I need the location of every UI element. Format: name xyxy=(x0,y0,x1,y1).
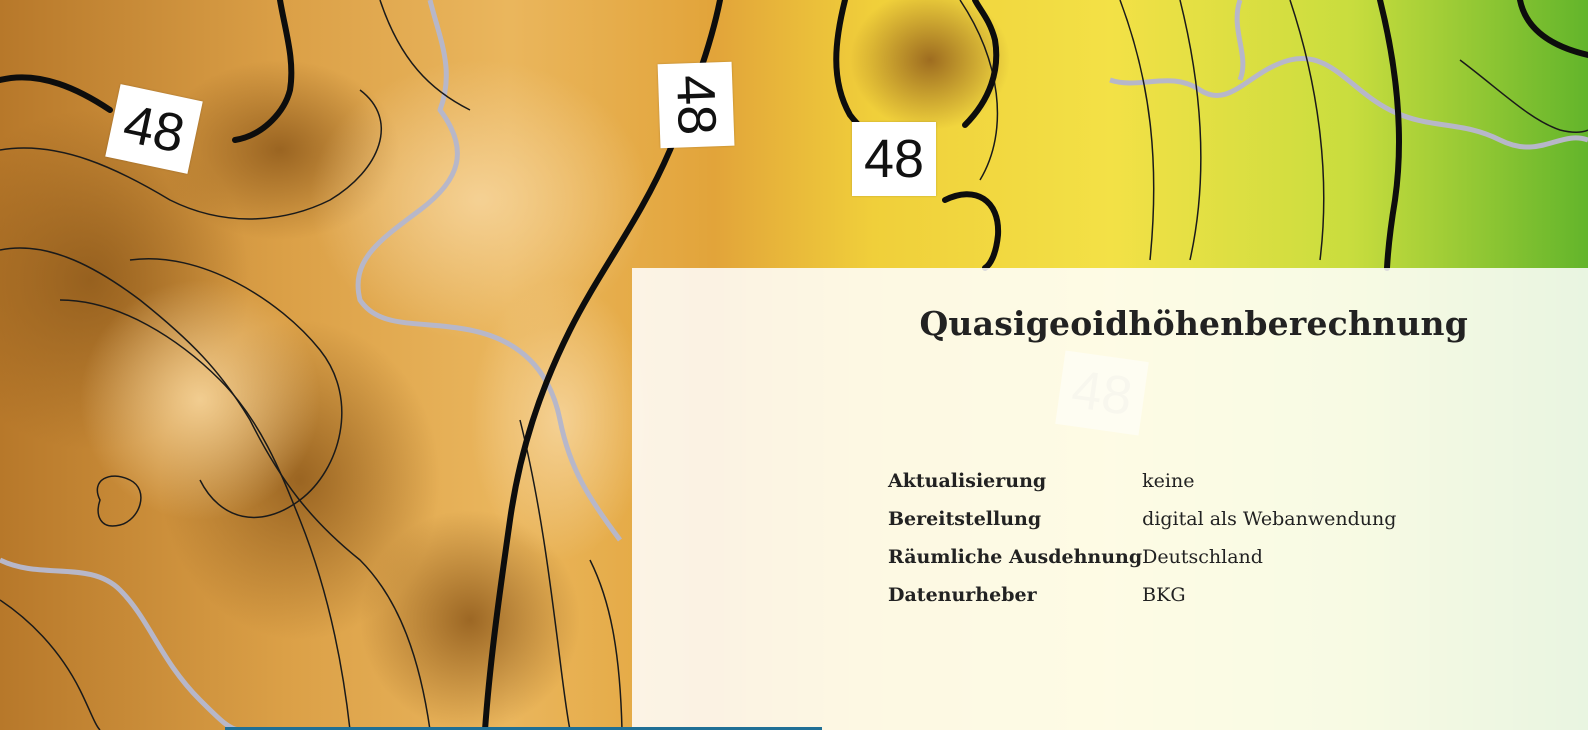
contour-line xyxy=(96,475,142,527)
index-contour-line xyxy=(942,191,1002,271)
info-value: digital als Webanwendung xyxy=(1142,508,1397,530)
terrain-highlight xyxy=(80,280,320,520)
contour-line xyxy=(519,419,571,730)
info-row: Bereitstellung digital als Webanwendung xyxy=(888,500,1396,538)
terrain-shade xyxy=(850,0,1010,130)
contour-line xyxy=(129,258,343,519)
contour-line xyxy=(0,247,431,730)
terrain-highlight xyxy=(310,60,650,340)
info-row: Aktualisierung keine xyxy=(888,462,1396,500)
contour-line xyxy=(1459,59,1588,133)
info-value: Deutschland xyxy=(1142,546,1263,568)
index-contour-line xyxy=(1377,0,1403,271)
contour-line xyxy=(379,0,471,111)
info-label: Datenurheber xyxy=(888,584,1037,606)
info-value: keine xyxy=(1142,470,1195,492)
info-label: Aktualisierung xyxy=(888,470,1047,492)
info-panel: Quasigeoidhöhenberechnung Aktualisierung… xyxy=(632,268,1588,730)
border-line xyxy=(1234,0,1246,81)
border-line xyxy=(0,557,241,730)
border-line xyxy=(1109,56,1588,150)
contour-line xyxy=(589,559,623,730)
panel-title: Quasigeoidhöhenberechnung xyxy=(919,304,1468,343)
contour-line xyxy=(1119,0,1155,261)
index-contour-line xyxy=(0,74,113,113)
contour-line xyxy=(959,0,999,181)
border-line xyxy=(355,0,623,542)
info-table: Aktualisierung keine Bereitstellung digi… xyxy=(888,462,1396,614)
info-value: BKG xyxy=(1142,584,1186,606)
info-label: Räumliche Ausdehnung xyxy=(888,546,1143,568)
info-label: Bereitstellung xyxy=(888,508,1042,530)
contour-line xyxy=(0,89,382,220)
contour-line xyxy=(0,599,101,730)
bottom-accent-bar xyxy=(225,727,822,730)
info-row: Datenurheber BKG xyxy=(888,576,1396,614)
contour-line xyxy=(1179,0,1202,261)
index-contour-line xyxy=(962,0,1000,128)
info-row: Räumliche Ausdehnung Deutschland xyxy=(888,538,1396,576)
index-contour-line xyxy=(232,0,295,143)
contour-line xyxy=(59,299,351,730)
terrain-shade xyxy=(360,510,580,730)
contour-line xyxy=(1289,0,1325,261)
index-contour-line xyxy=(1517,0,1588,58)
